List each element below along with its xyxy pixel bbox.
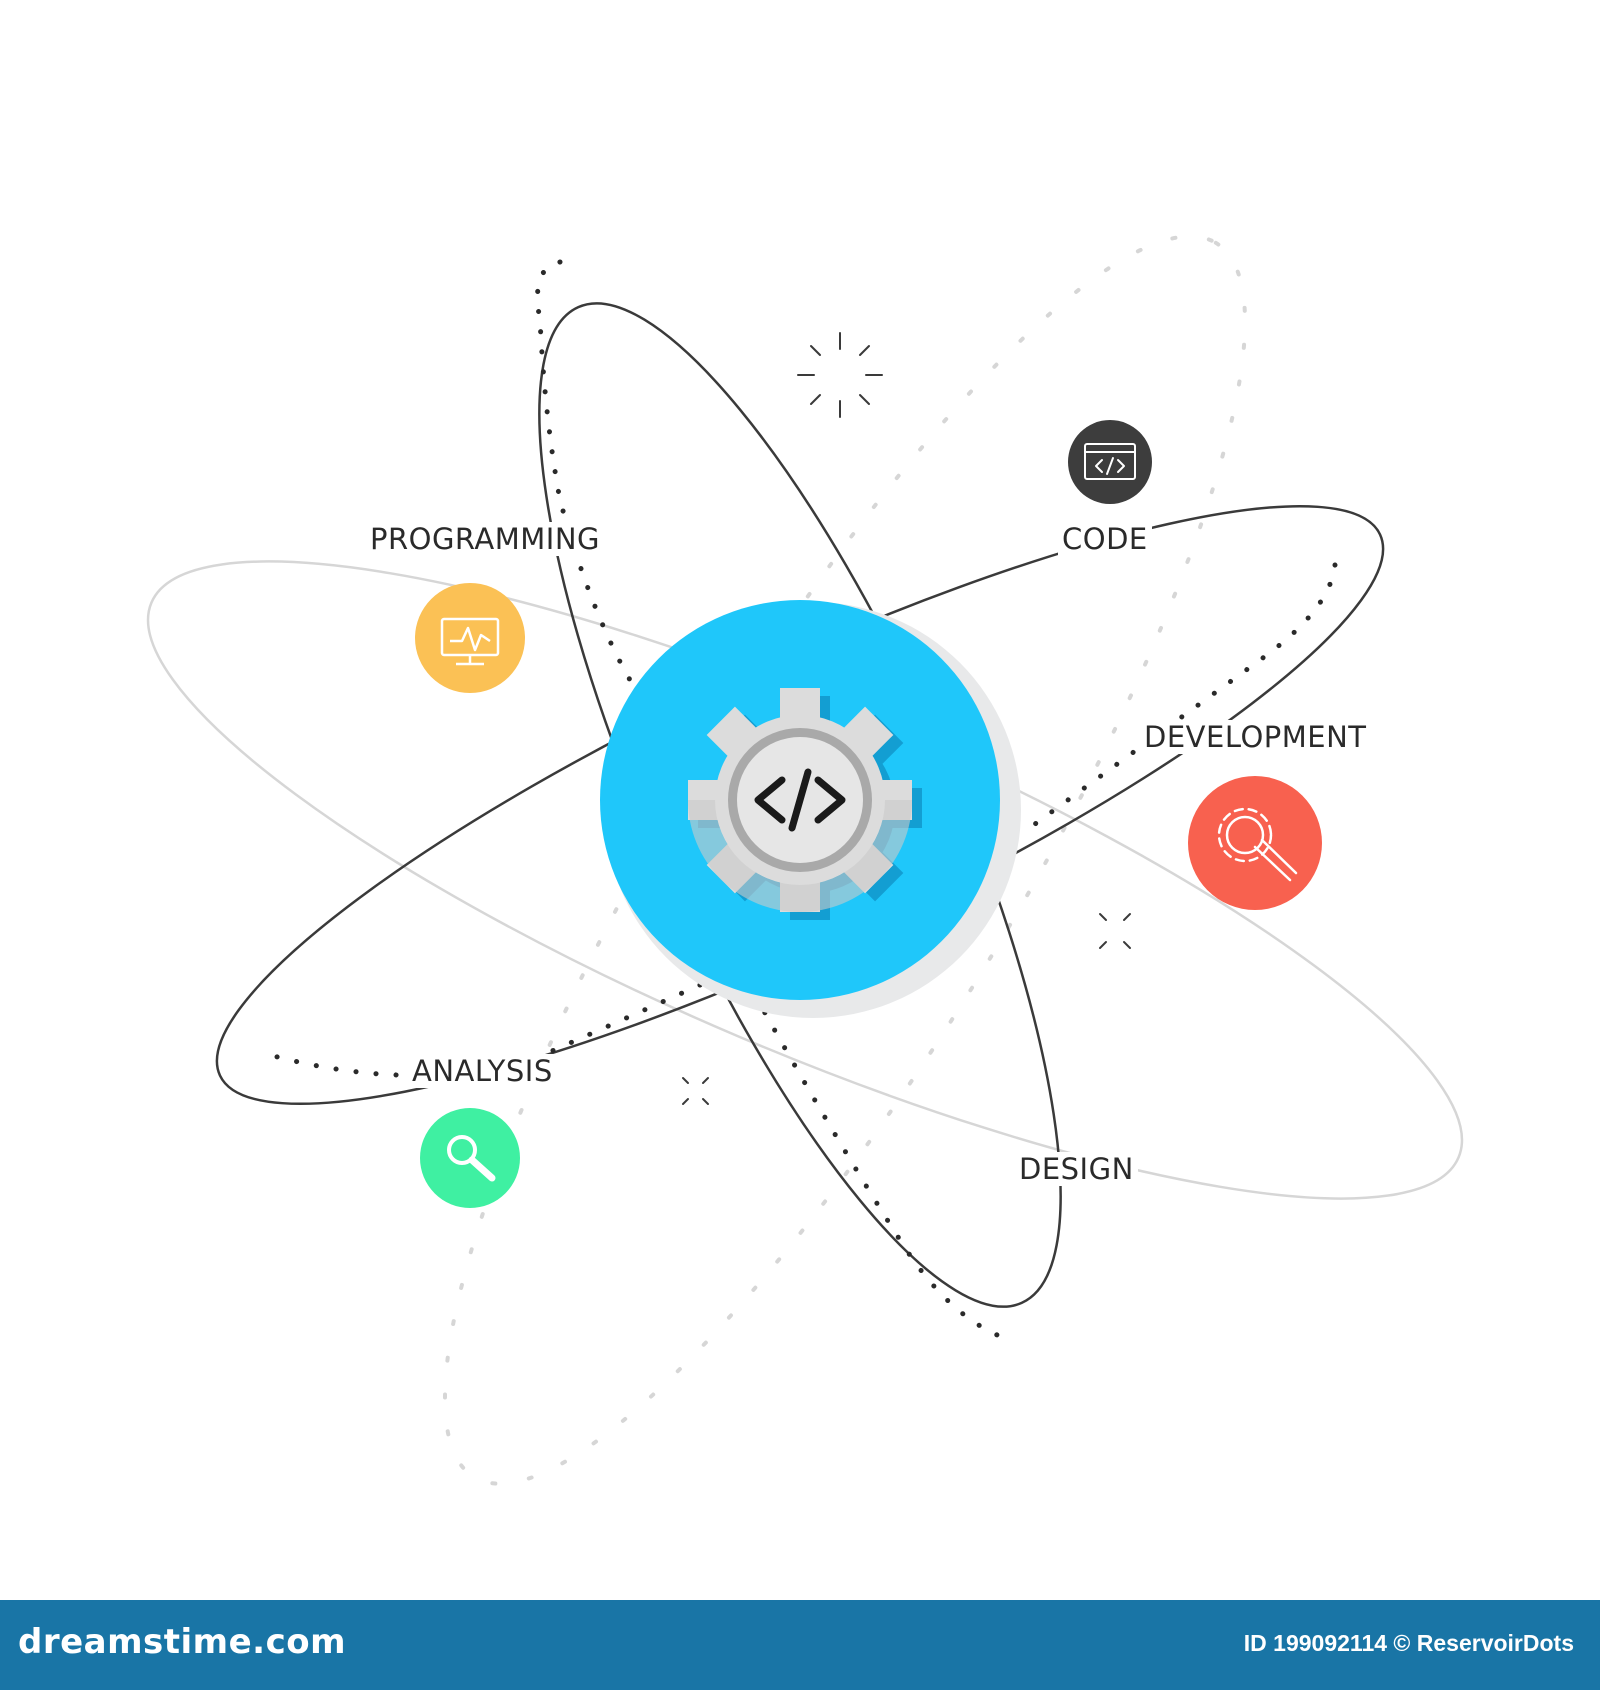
analysis-label: ANALYSIS: [408, 1054, 557, 1088]
code-gear-icon: [688, 688, 922, 920]
design-label: DESIGN: [1015, 1152, 1138, 1186]
gear-wrench-icon: [1217, 807, 1298, 882]
code-label: CODE: [1058, 522, 1152, 556]
programming-node: [415, 583, 525, 693]
code-circle: [1068, 420, 1152, 504]
small-sparkle-icon: [682, 913, 1131, 1105]
development-circle: [1188, 776, 1322, 910]
dotted-orbit-segments: [267, 259, 1338, 1343]
orbit-diagonal-light: [442, 234, 1248, 1486]
code-window-icon: [1084, 443, 1136, 480]
magnifier-icon: [447, 1135, 496, 1182]
atom-diagram: [146, 234, 1464, 1486]
image-credit: ID 199092114 © ReservoirDots: [1243, 1630, 1574, 1656]
monitor-pulse-icon: [440, 617, 500, 666]
development-label: DEVELOPMENT: [1140, 720, 1371, 754]
analysis-node: [420, 1108, 520, 1208]
development-node: [1188, 776, 1322, 910]
sparkle-icon: [797, 332, 883, 418]
brand-logo: dreamstime.com: [18, 1622, 347, 1662]
code-node: [1068, 420, 1152, 504]
programming-label: PROGRAMMING: [366, 522, 605, 556]
footer-bar: dreamstime.com ID 199092114 © ReservoirD…: [0, 1600, 1600, 1690]
